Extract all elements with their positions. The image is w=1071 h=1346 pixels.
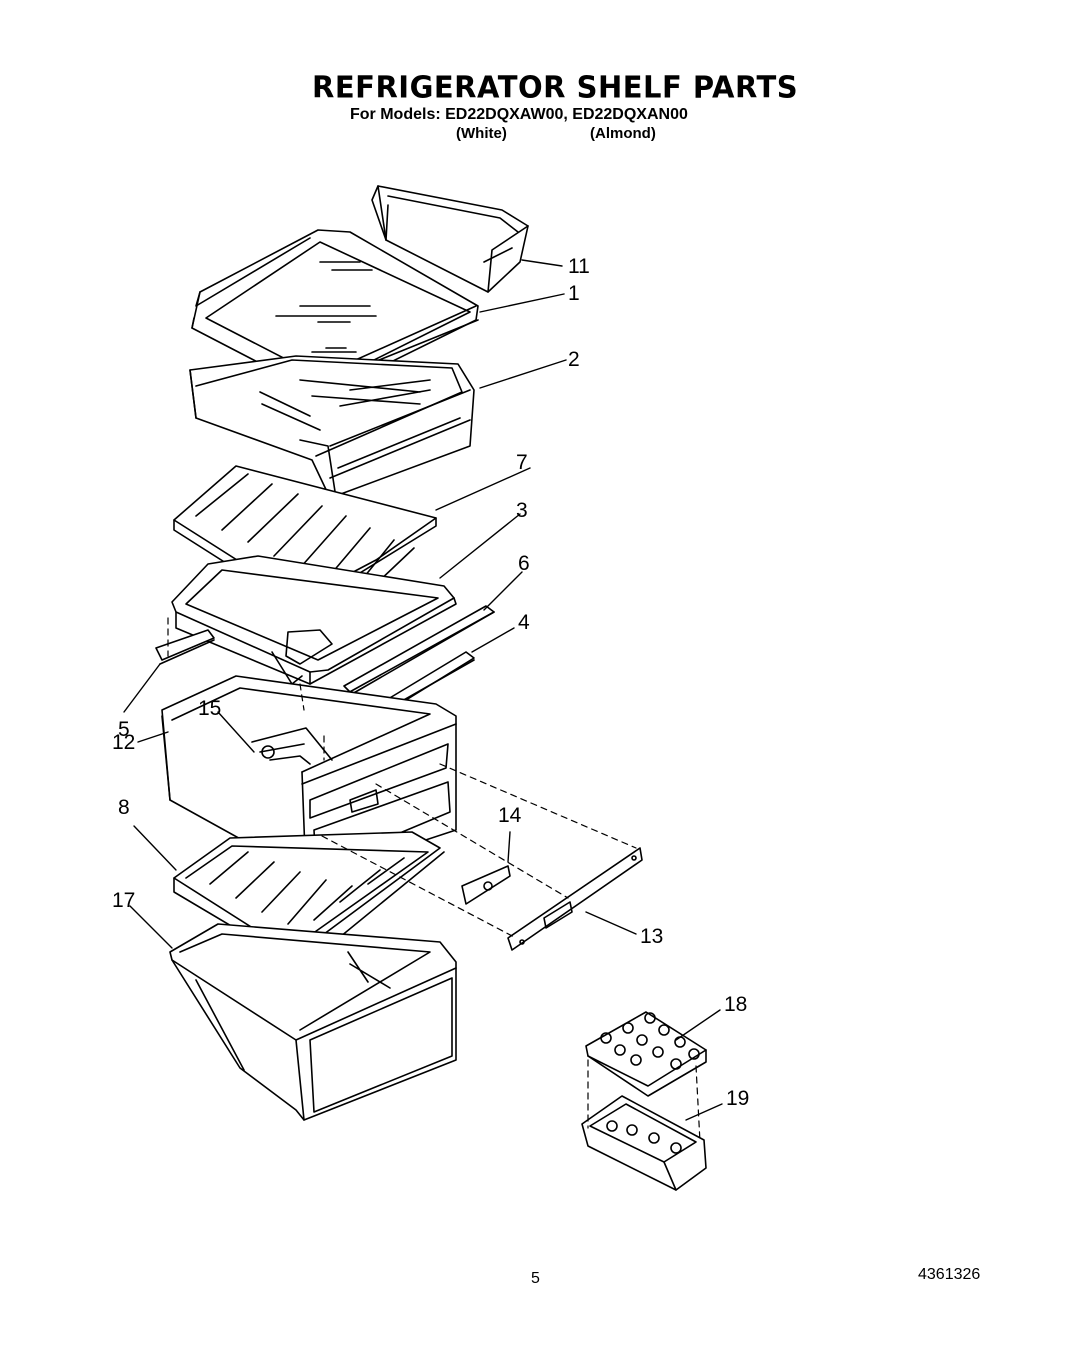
callout-19: 19: [726, 1087, 750, 1110]
callout-17: 17: [112, 889, 136, 912]
model-numbers: For Models: ED22DQXAW00, ED22DQXAN00: [350, 106, 688, 123]
part-19-egg-tray-base: [582, 1096, 706, 1190]
callout-1: 1: [568, 282, 580, 305]
page-number: 5: [531, 1270, 540, 1287]
callout-13: 13: [640, 925, 664, 948]
callout-12: 12: [112, 731, 136, 754]
part-13-trim-plate: [508, 848, 642, 950]
callout-6: 6: [518, 552, 530, 575]
part-14-bracket: [462, 866, 510, 904]
callout-15: 15: [198, 697, 222, 720]
part-3-crisper-cover: [172, 556, 456, 684]
part-2-drawer: [190, 356, 474, 498]
callout-5: 5: [118, 718, 130, 741]
callout-11: 11: [568, 255, 590, 278]
callout-3: 3: [516, 499, 528, 522]
callout-8: 8: [118, 796, 130, 819]
part-12-crisper-pan: [162, 676, 456, 880]
variant-white: (White): [456, 125, 507, 142]
part-11-bin: [372, 186, 528, 292]
callout-7: 7: [516, 451, 528, 474]
variant-almond: (Almond): [590, 125, 656, 142]
document-number: 4361326: [918, 1266, 981, 1283]
callout-18: 18: [724, 993, 748, 1016]
callout-4: 4: [518, 611, 530, 634]
part-18-egg-tray: [586, 1012, 706, 1096]
leader-lines: [124, 260, 722, 1120]
assembly-lines: [168, 618, 700, 1142]
part-5-rail: [156, 630, 214, 664]
callout-2: 2: [568, 348, 580, 371]
callout-14: 14: [498, 804, 522, 827]
part-1-glass-shelf: [192, 230, 478, 392]
part-17-drawer: [170, 924, 456, 1120]
